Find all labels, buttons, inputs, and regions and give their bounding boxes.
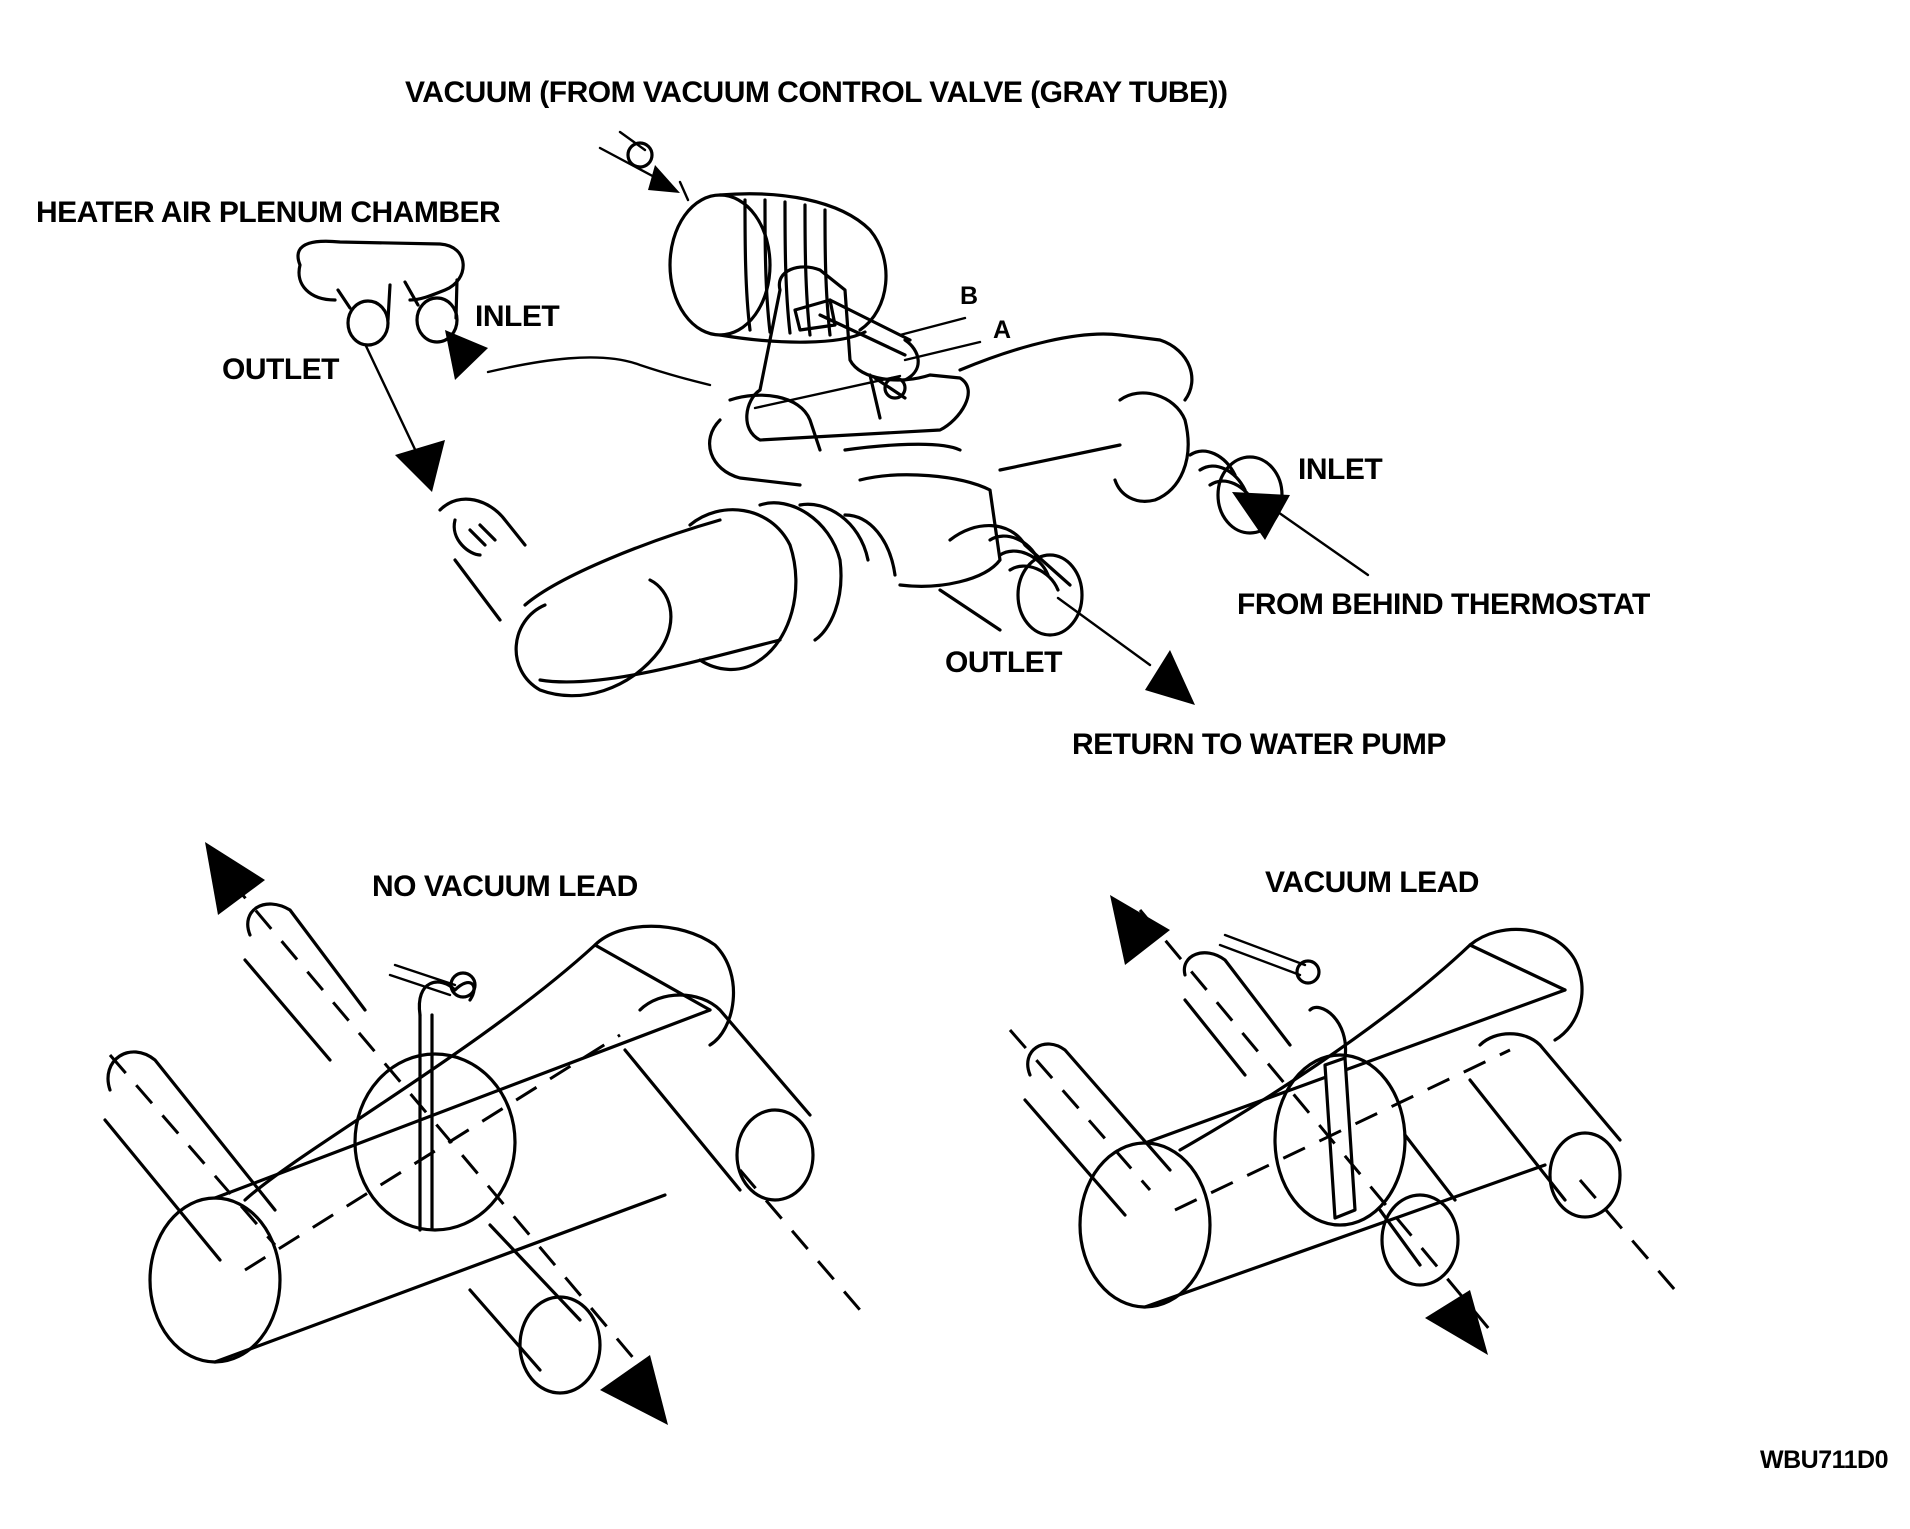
inlet-flow-arrow <box>1232 492 1290 540</box>
valve-disc-closed <box>1273 1053 1407 1227</box>
plenum-outlet-pipe <box>346 299 390 347</box>
valve-body-tube <box>523 518 782 684</box>
valve-disc-open <box>353 1052 517 1232</box>
from-thermostat-label: FROM BEHIND THERMOSTAT <box>1237 588 1650 621</box>
no-vacuum-up-arrow <box>205 842 265 915</box>
vacuum-source-arrow <box>648 165 680 193</box>
valve-bracket <box>745 265 970 442</box>
heater-valve-assembly <box>296 130 1370 705</box>
no-vacuum-flow-axis <box>228 879 637 1361</box>
no-vacuum-lead-label: NO VACUUM LEAD <box>372 870 638 903</box>
plenum-chamber-label: HEATER AIR PLENUM CHAMBER <box>36 196 501 229</box>
plenum-chamber <box>296 239 465 302</box>
return-water-pump-label: RETURN TO WATER PUMP <box>1072 728 1446 761</box>
vacuum-view <box>1008 895 1677 1355</box>
inlet-pipe <box>958 332 1194 402</box>
plenum-outlet-label: OUTLET <box>222 353 340 386</box>
plenum-outlet-arrow <box>395 440 445 492</box>
position-a-line <box>903 340 982 362</box>
outlet-flow-arrow <box>1145 650 1195 705</box>
plenum-inlet-label: INLET <box>475 300 560 333</box>
vacuum-up-arrow <box>1110 895 1170 965</box>
position-a-label: A <box>993 316 1011 344</box>
position-b-label: B <box>960 282 978 310</box>
vacuum-down-arrow <box>1425 1290 1488 1355</box>
vacuum-lead-label: VACUUM LEAD <box>1265 866 1479 899</box>
vacuum-flow-axis <box>1138 909 1492 1331</box>
valve-inlet-label: INLET <box>1298 453 1383 486</box>
no-vacuum-view <box>103 842 862 1425</box>
valve-outlet-label: OUTLET <box>945 646 1063 679</box>
plenum-inlet-pipe <box>415 296 459 344</box>
vacuum-hose <box>486 356 712 387</box>
actuator-rod <box>818 298 912 357</box>
valve-plate-edge <box>1323 1056 1357 1220</box>
vacuum-source-label: VACUUM (FROM VACUUM CONTROL VALVE (GRAY … <box>405 76 1228 109</box>
vacuum-diaphragm <box>668 193 772 337</box>
no-vacuum-down-arrow <box>600 1355 668 1425</box>
position-b-line <box>898 316 967 337</box>
plenum-inlet-arrow <box>445 330 488 380</box>
figure-code: WBU711D0 <box>1760 1446 1889 1474</box>
